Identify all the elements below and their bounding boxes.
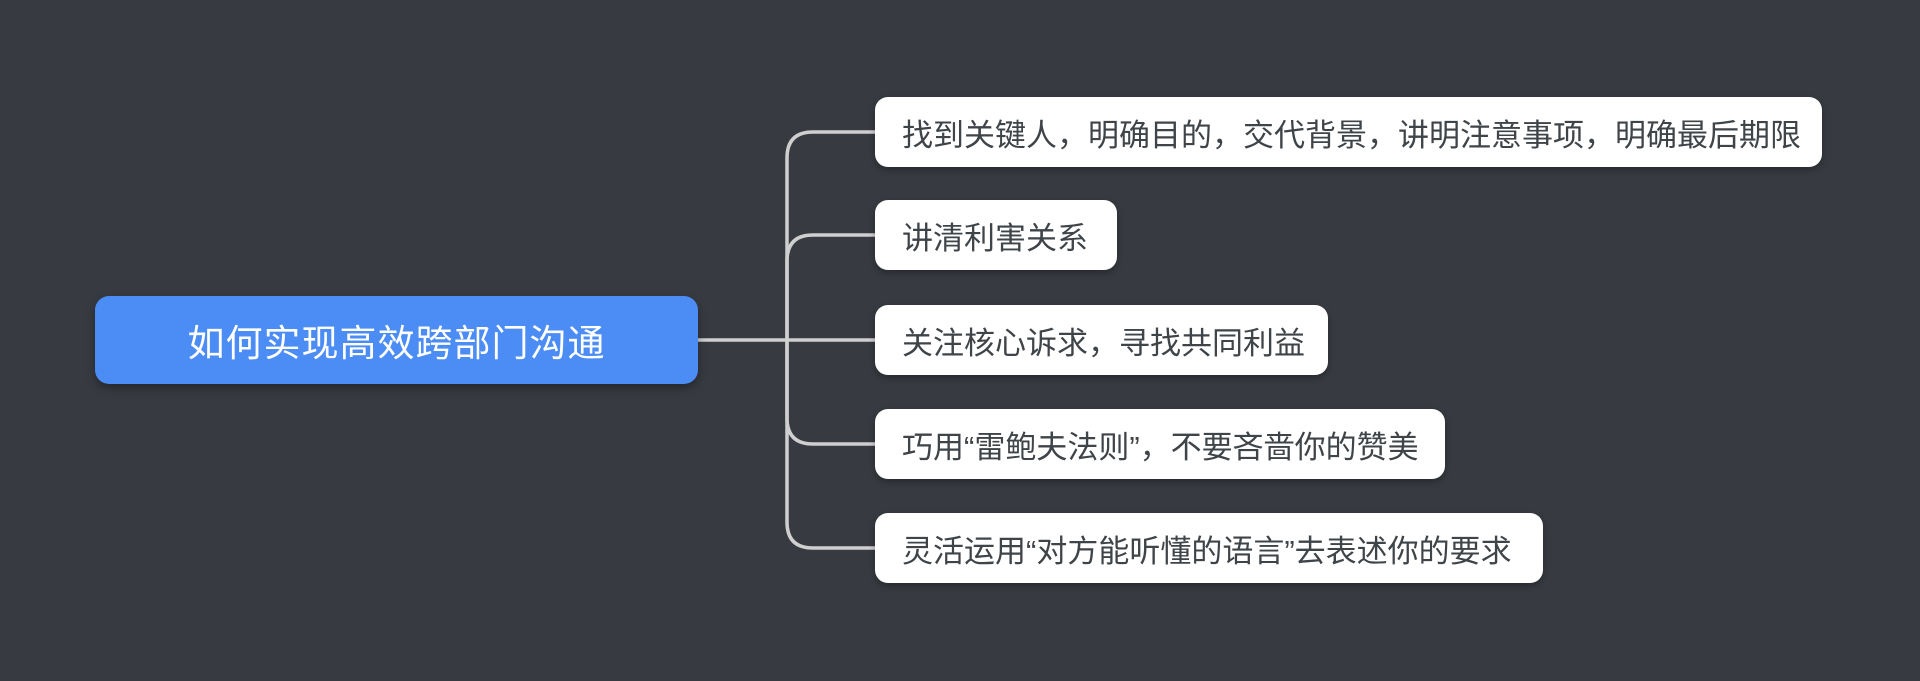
child-topic-node-4[interactable]: 巧用“雷鲍夫法则”，不要吝啬你的赞美 [875, 409, 1445, 479]
connector-branch-1 [785, 130, 877, 342]
root-topic-node[interactable]: 如何实现高效跨部门沟通 [95, 296, 698, 384]
root-topic-label: 如何实现高效跨部门沟通 [187, 323, 606, 364]
child-topic-node-5[interactable]: 灵活运用“对方能听懂的语言”去表述你的要求 [875, 513, 1543, 583]
child-topic-node-3[interactable]: 关注核心诉求，寻找共同利益 [875, 305, 1328, 375]
connector-branch-5 [785, 338, 877, 550]
child-topic-node-2[interactable]: 讲清利害关系 [875, 200, 1117, 270]
connector-branch-4 [785, 338, 877, 446]
child-topic-label: 找到关键人，明确目的，交代背景，讲明注意事项，明确最后期限 [902, 117, 1801, 153]
child-topic-label: 关注核心诉求，寻找共同利益 [902, 325, 1305, 361]
child-topic-label: 巧用“雷鲍夫法则”，不要吝啬你的赞美 [902, 429, 1419, 465]
child-topic-label: 讲清利害关系 [902, 220, 1088, 256]
connector-branch-2 [785, 233, 877, 342]
child-topic-node-1[interactable]: 找到关键人，明确目的，交代背景，讲明注意事项，明确最后期限 [875, 97, 1822, 167]
child-topic-label: 灵活运用“对方能听懂的语言”去表述你的要求 [902, 533, 1512, 569]
